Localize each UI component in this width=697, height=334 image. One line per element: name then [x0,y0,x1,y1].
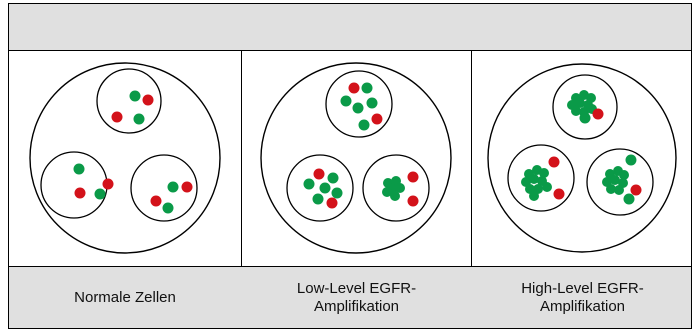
egfr-signal-green [361,82,373,94]
panel-normal-cells [9,51,241,266]
centromere-signal-red [592,108,604,120]
panel-high-level-amplification [472,51,693,266]
caption-low-level: Low-Level EGFR- Amplifikation [296,279,417,315]
egfr-figure: Normale Zellen Low-Level EGFR- Amplifika… [8,3,692,329]
egfr-signal-green [331,187,343,199]
egfr-signal-green [73,163,85,175]
centromere-signal-red [313,168,325,180]
column-divider [471,51,472,328]
centromere-signal-red [326,197,338,209]
egfr-signal-green [327,172,339,184]
egfr-signal-green [623,193,635,205]
egfr-signal-green [129,90,141,102]
egfr-signal-green [319,182,331,194]
centromere-signal-red [548,156,560,168]
caption-normal-cells: Normale Zellen [74,288,176,306]
egfr-cluster [382,176,405,201]
egfr-signal-green [579,112,591,124]
egfr-signal-green [162,202,174,214]
caption-row: Normale Zellen Low-Level EGFR- Amplifika… [9,266,691,328]
column-divider [241,51,242,328]
centromere-signal-red [102,178,114,190]
panels-row [9,51,691,266]
egfr-signal-green [352,102,364,114]
egfr-signal-green [312,193,324,205]
centromere-signal-red [74,187,86,199]
egfr-cluster [602,166,629,195]
egfr-signal-green [133,113,145,125]
nucleus-left [40,151,108,219]
egfr-cluster [521,165,552,201]
centromere-signal-red [181,181,193,193]
centromere-signal-red [348,82,360,94]
egfr-signal-green [625,154,637,166]
centromere-signal-red [630,184,642,196]
figure-header-bar [9,4,691,51]
egfr-signal-green [94,188,106,200]
panel-low-level-amplification [242,51,471,266]
low-level-illustration [260,62,452,254]
centromere-signal-red [150,195,162,207]
egfr-signal-green [340,95,352,107]
egfr-signal-green [366,97,378,109]
centromere-signal-red [371,113,383,125]
egfr-signal-green [358,119,370,131]
egfr-signal-green [303,178,315,190]
centromere-signal-red [407,171,419,183]
centromere-signal-red [407,195,419,207]
centromere-signal-red [142,94,154,106]
high-level-illustration [487,63,677,253]
nucleus-right [130,154,198,222]
caption-high-level: High-Level EGFR- Amplifikation [521,279,644,315]
normal-cells-illustration [29,62,221,254]
egfr-signal-green [167,181,179,193]
centromere-signal-red [553,188,565,200]
centromere-signal-red [111,111,123,123]
